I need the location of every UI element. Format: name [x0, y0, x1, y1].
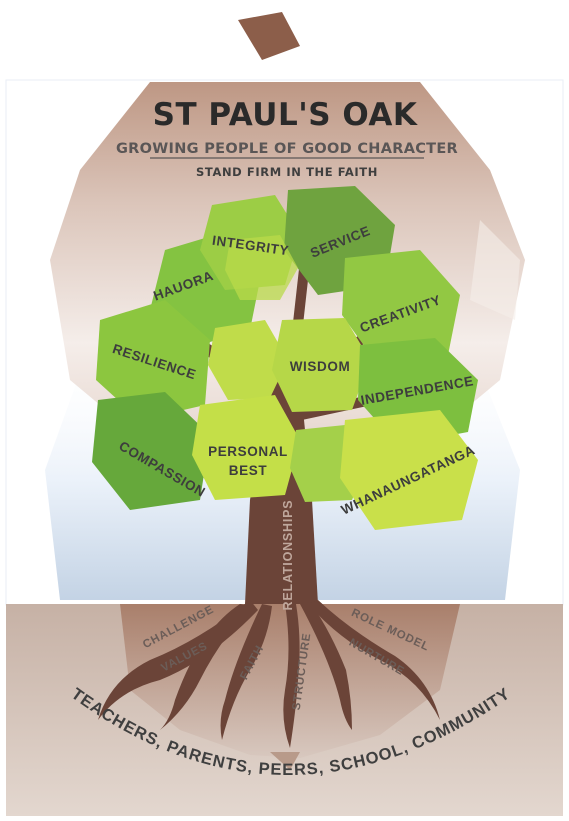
motto: STAND FIRM IN THE FAITH: [196, 165, 378, 179]
foliage: [92, 186, 478, 530]
acorn-stem: [238, 12, 300, 60]
page-title: ST PAUL'S OAK: [153, 97, 418, 133]
subtitle: GROWING PEOPLE OF GOOD CHARACTER: [116, 141, 458, 157]
value-personal-best-line1: PERSONAL: [208, 444, 288, 459]
value-wisdom: WISDOM: [290, 359, 351, 374]
value-personal-best-line2: BEST: [229, 463, 268, 478]
trunk-label: RELATIONSHIPS: [281, 500, 295, 611]
tree-roots: [98, 600, 440, 748]
